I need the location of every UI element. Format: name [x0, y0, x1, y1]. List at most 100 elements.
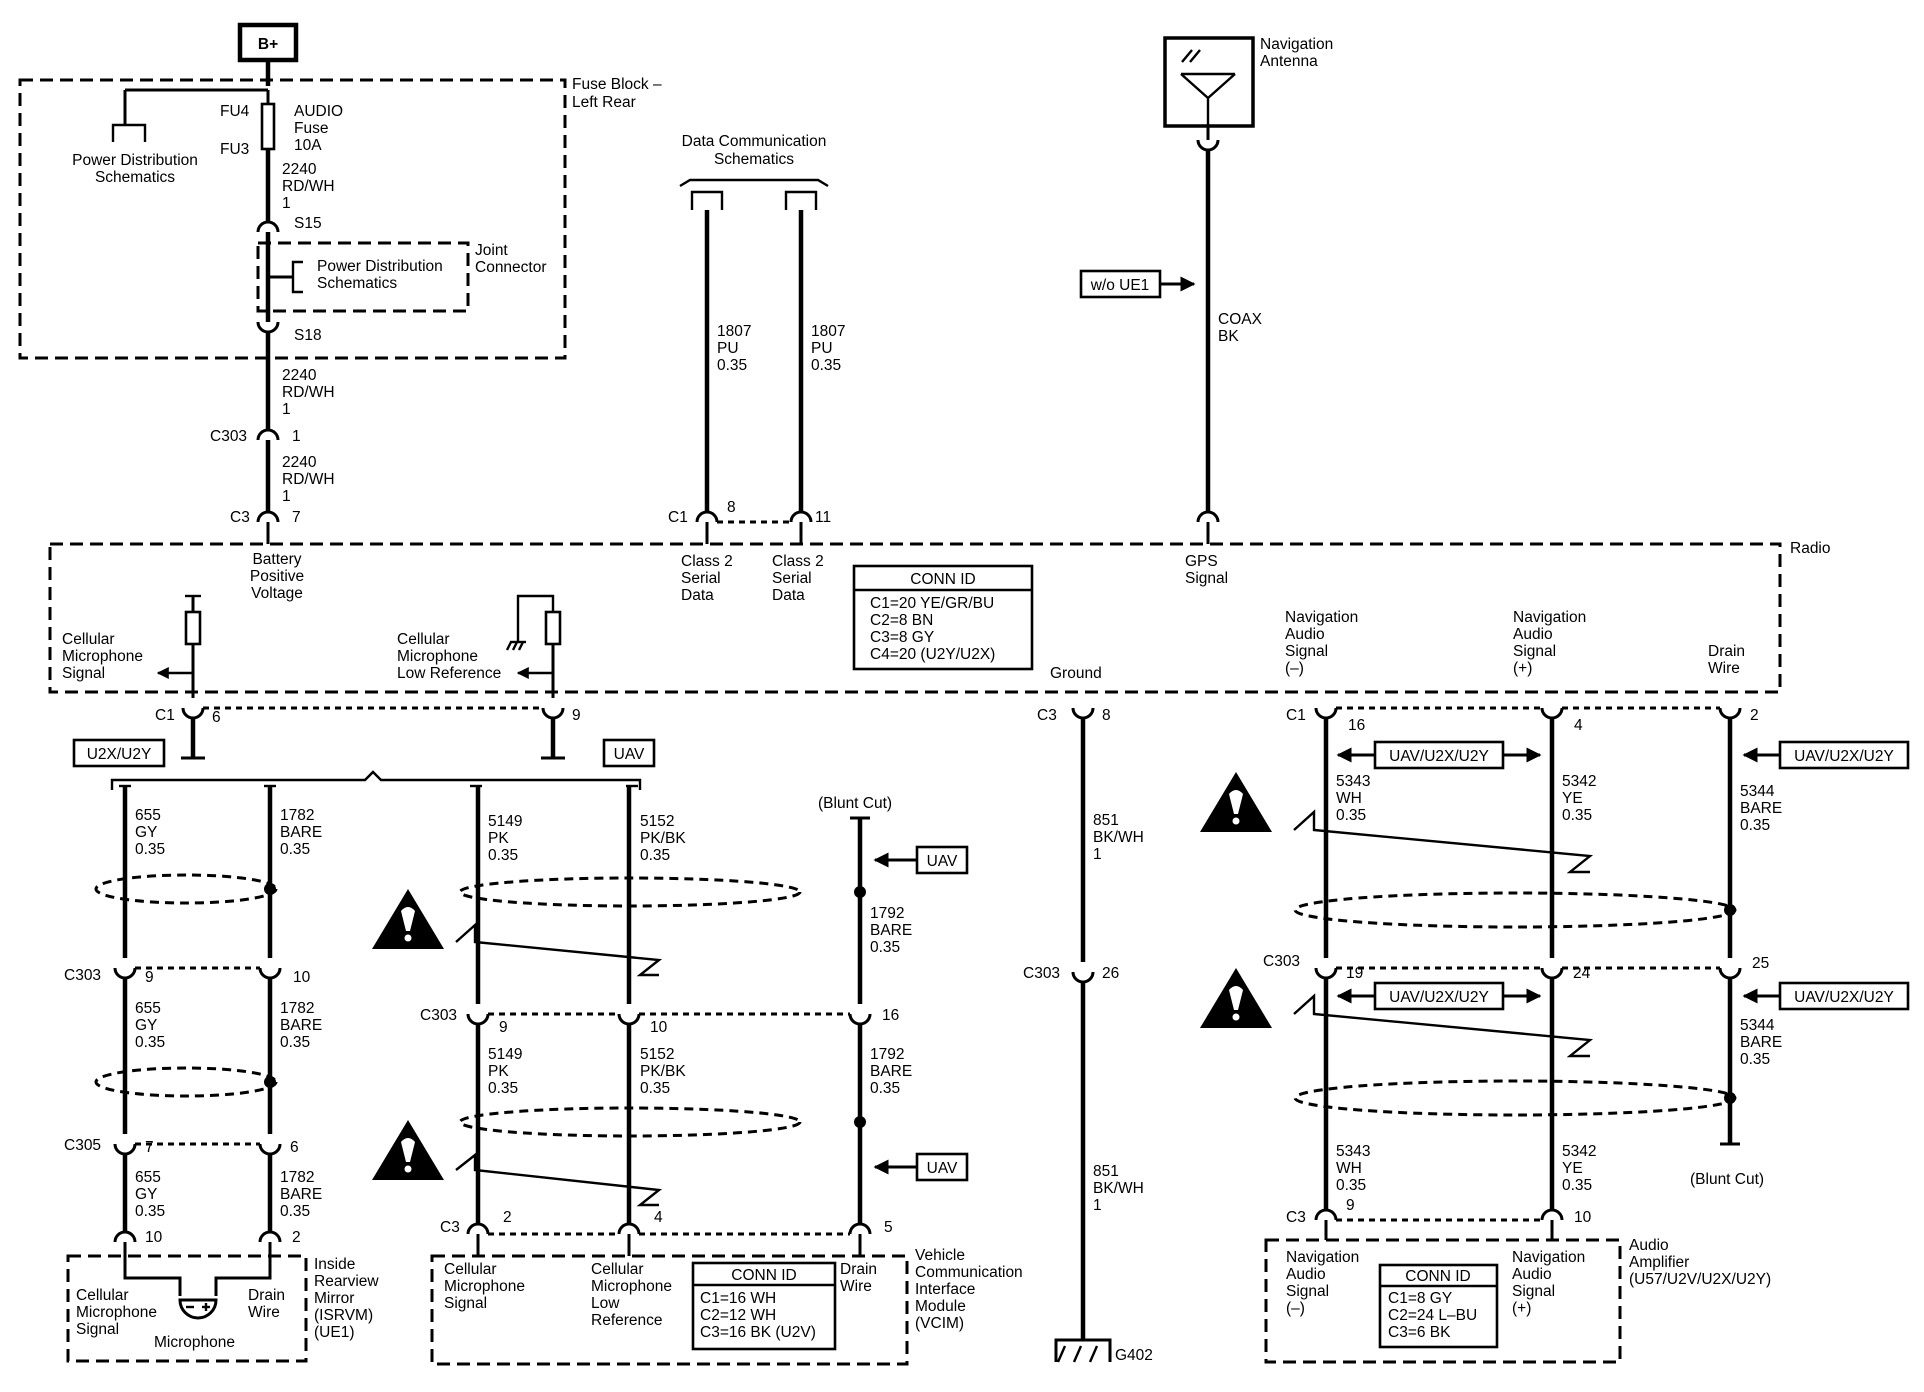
c3-ground-pin: 8: [1102, 707, 1111, 724]
cell-mic-low-label: Cellular Microphone Low Reference: [397, 631, 501, 682]
vcim-cell-low-label: Cellular Microphone Low Reference: [591, 1261, 672, 1329]
svg-text:Data: Data: [772, 587, 805, 604]
svg-text:WH: WH: [1336, 790, 1362, 807]
c303-ground-label: C303: [1023, 965, 1060, 982]
wire-5149-b-label: 5149 PK 0.35: [488, 1046, 522, 1097]
warning-icon-vcim-b: [372, 1120, 444, 1180]
svg-text:Audio: Audio: [1286, 1266, 1326, 1283]
svg-text:(–): (–): [1286, 1300, 1305, 1317]
data-comm-label: Data Communication Schematics: [682, 133, 827, 168]
svg-text:0.35: 0.35: [640, 1080, 670, 1097]
uav-u2x-u2y-a-text: UAV/U2X/U2Y: [1389, 748, 1489, 765]
drain-splice-nav-a: [1724, 904, 1736, 916]
c303-vcim-pin-a: 9: [499, 1019, 508, 1036]
c1-data-connector-b: [789, 510, 813, 523]
svg-text:0.35: 0.35: [1336, 1177, 1366, 1194]
svg-text:5149: 5149: [488, 813, 522, 830]
svg-text:(VCIM): (VCIM): [915, 1315, 964, 1332]
c303-mirror-pin-b: 10: [293, 969, 311, 986]
nav-minus-label: Navigation Audio Signal (–): [1285, 609, 1358, 677]
mirror-drain-label: Drain Wire: [248, 1287, 285, 1321]
svg-text:Signal: Signal: [1513, 643, 1556, 660]
microphone-label: Microphone: [154, 1334, 235, 1351]
c3-feed-pin: 7: [292, 509, 301, 526]
wo-ue1-text: w/o UE1: [1090, 277, 1150, 294]
uav-badge-low-text: UAV: [927, 1160, 958, 1177]
svg-text:Audio: Audio: [1513, 626, 1553, 643]
svg-text:BARE: BARE: [870, 922, 912, 939]
svg-text:RD/WH: RD/WH: [282, 471, 335, 488]
wire-5342-a-label: 5342 YE 0.35: [1562, 773, 1596, 824]
svg-text:B+: B+: [258, 36, 278, 53]
svg-text:C1=8 GY: C1=8 GY: [1388, 1290, 1452, 1307]
amp-conn-id-table: CONN ID C1=8 GY C2=24 L–BU C3=6 BK: [1378, 1263, 1499, 1349]
svg-text:GPS: GPS: [1185, 553, 1218, 570]
svg-text:Antenna: Antenna: [1260, 53, 1318, 70]
c3-amp-pin-a: 9: [1346, 1197, 1355, 1214]
svg-text:1782: 1782: [280, 1000, 314, 1017]
svg-text:PK/BK: PK/BK: [640, 830, 686, 847]
c1-data-pin-a: 8: [727, 499, 736, 516]
u2x-u2y-badge: [72, 738, 166, 768]
svg-text:Wire: Wire: [1708, 660, 1740, 677]
amp-connectors: [1314, 1208, 1564, 1222]
c1-data-pin-b: 11: [815, 509, 831, 526]
svg-text:0.35: 0.35: [870, 939, 900, 956]
s18-symbol: [256, 321, 280, 334]
svg-text:Signal: Signal: [62, 665, 105, 682]
c303-feed-label: C303: [210, 428, 247, 445]
svg-text:1: 1: [282, 195, 291, 212]
c3-feed-label: C3: [230, 509, 250, 526]
svg-text:2240: 2240: [282, 454, 317, 471]
wo-ue1-badge: [1079, 269, 1162, 299]
svg-text:Power Distribution: Power Distribution: [317, 258, 443, 275]
mirror-pin-b: 2: [292, 1229, 301, 1246]
pds-joint-ref: [291, 260, 303, 294]
svg-text:0.35: 0.35: [811, 357, 841, 374]
gps-connector: [1196, 510, 1220, 523]
svg-text:PU: PU: [811, 340, 833, 357]
c303-vcim-label: C303: [420, 1007, 457, 1024]
radio-conn-id-table: CONN ID C1=20 YE/GR/BU C2=8 BN C3=8 GY C…: [852, 564, 1034, 671]
svg-text:1782: 1782: [280, 807, 314, 824]
svg-text:Schematics: Schematics: [95, 169, 175, 186]
svg-text:Drain: Drain: [248, 1287, 285, 1304]
svg-text:Connector: Connector: [475, 259, 547, 276]
svg-text:0.35: 0.35: [1336, 807, 1366, 824]
gps-label: GPS Signal: [1185, 553, 1228, 587]
svg-text:BARE: BARE: [870, 1063, 912, 1080]
vcim-drain-label: Drain Wire: [840, 1261, 877, 1295]
svg-text:Cellular: Cellular: [76, 1287, 129, 1304]
drain-splice-mirror-b: [264, 1076, 276, 1088]
svg-text:0.35: 0.35: [135, 1203, 165, 1220]
shield-nav-b: [1293, 1079, 1737, 1117]
wire-5343-a-label: 5343 WH 0.35: [1336, 773, 1370, 824]
s15-label: S15: [294, 215, 322, 232]
wire-1782-c-label: 1782 BARE 0.35: [280, 1169, 322, 1220]
svg-text:655: 655: [135, 1169, 161, 1186]
svg-text:2240: 2240: [282, 367, 317, 384]
warning-icon-nav-b: [1200, 968, 1272, 1028]
wire-2240-b-label: 2240 RD/WH 1: [282, 367, 335, 418]
svg-text:5149: 5149: [488, 1046, 522, 1063]
c1-pin-16: 16: [1348, 717, 1365, 734]
wire-5152-b-label: 5152 PK/BK 0.35: [640, 1046, 686, 1097]
pds-left-ref: [111, 123, 147, 142]
svg-text:5344: 5344: [1740, 783, 1775, 800]
svg-text:Navigation: Navigation: [1286, 1249, 1359, 1266]
fuse-label: AUDIO Fuse 10A: [294, 103, 343, 154]
svg-text:RD/WH: RD/WH: [282, 384, 335, 401]
svg-text:YE: YE: [1562, 790, 1583, 807]
c305-mirror-pin-b: 6: [290, 1139, 299, 1156]
svg-text:Cellular: Cellular: [444, 1261, 497, 1278]
svg-text:C2=24 L–BU: C2=24 L–BU: [1388, 1307, 1477, 1324]
svg-text:5343: 5343: [1336, 1143, 1370, 1160]
c303-nav-pin-c: 25: [1752, 955, 1769, 972]
svg-text:C1=20 YE/GR/BU: C1=20 YE/GR/BU: [870, 595, 994, 612]
mirror-mic-lead-a: [123, 1242, 182, 1296]
svg-text:Fuse: Fuse: [294, 120, 328, 137]
svg-text:(+): (+): [1513, 660, 1532, 677]
svg-text:PK: PK: [488, 1063, 509, 1080]
svg-text:PK/BK: PK/BK: [640, 1063, 686, 1080]
mirror-cell-mic-label: Cellular Microphone Signal: [76, 1287, 157, 1338]
